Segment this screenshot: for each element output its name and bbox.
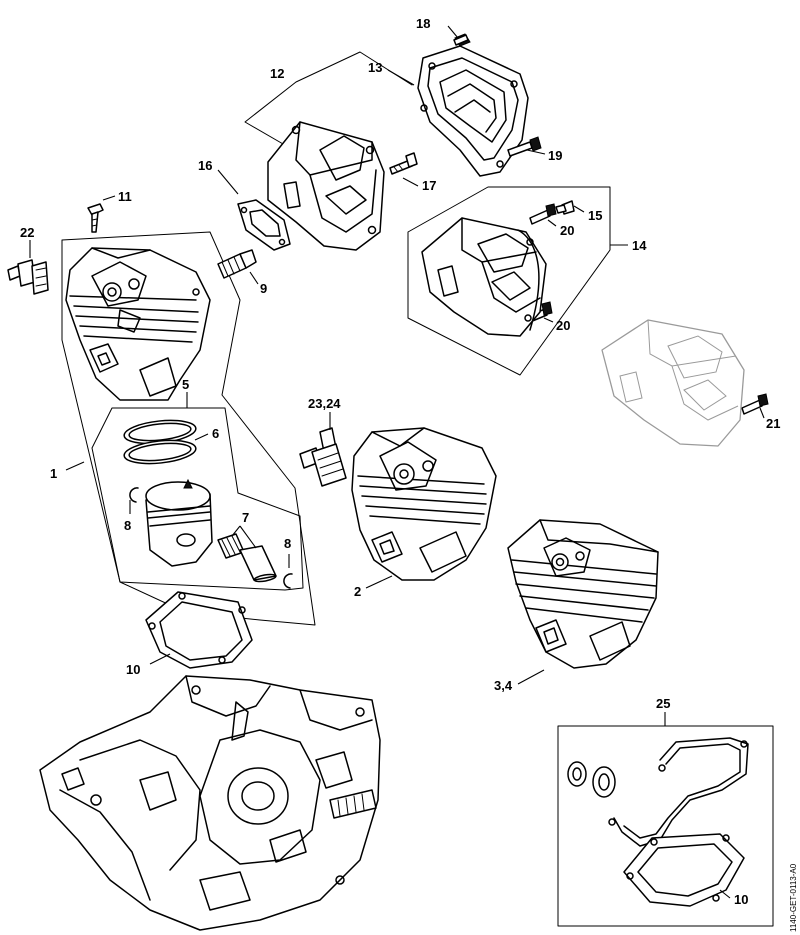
group-1-boundary (61, 231, 316, 626)
circlip-part-8-right (283, 573, 293, 589)
callout-7: 7 (242, 510, 249, 525)
callout-3-4: 3,4 (494, 678, 513, 693)
circlip-part-8-left (129, 487, 139, 503)
callout-11: 11 (118, 189, 132, 204)
callout-10-right: 10 (734, 892, 748, 907)
drawing-reference-code: 1140-GET-0113-A0 (789, 863, 798, 932)
callout-14: 14 (632, 238, 647, 253)
valve-part-22 (7, 259, 49, 295)
callout-20-lower: 20 (556, 318, 570, 333)
callout-10-left: 10 (126, 662, 140, 677)
seal-ring-left (567, 761, 587, 787)
callout-16: 16 (198, 158, 212, 173)
group-14-boundary (407, 186, 611, 376)
screw-part-21 (741, 393, 769, 415)
group-5-boundary (91, 407, 304, 591)
screw-part-17 (389, 152, 418, 175)
spark-plug-part-9 (217, 249, 257, 279)
screw-part-15 (555, 200, 575, 215)
cylinder-part-2 (351, 427, 497, 581)
screw-part-18 (453, 33, 471, 47)
callout-20-upper: 20 (560, 223, 574, 238)
cylinder-assembly-part-1 (65, 247, 211, 401)
base-gasket-part-10 (145, 591, 253, 669)
shroud-part-14 (421, 217, 547, 337)
callout-2: 2 (354, 584, 361, 599)
callout-15: 15 (588, 208, 602, 223)
callout-9: 9 (260, 281, 267, 296)
callout-13: 13 (368, 60, 382, 75)
needle-cage-part-7 (217, 533, 277, 583)
callout-18: 18 (416, 16, 430, 31)
callout-23-24: 23,24 (308, 396, 341, 411)
crankcase-gasket (608, 737, 749, 847)
cylinder-part-3-4 (507, 519, 659, 669)
callout-21: 21 (766, 416, 780, 431)
base-gasket-part-10-kit (623, 833, 745, 907)
cover-part-13 (417, 45, 529, 177)
callout-8-right: 8 (284, 536, 291, 551)
callout-19: 19 (548, 148, 562, 163)
callout-22: 22 (20, 225, 34, 240)
piston (145, 478, 213, 567)
callout-5: 5 (182, 377, 189, 392)
screw-part-11 (87, 203, 104, 233)
screw-part-20-upper (529, 203, 557, 225)
seal-ring-right (592, 766, 616, 798)
callout-6: 6 (212, 426, 219, 441)
gasket-part-16 (237, 199, 291, 251)
shroud-part-12 (267, 121, 385, 251)
callout-12: 12 (270, 66, 284, 81)
callout-1: 1 (50, 466, 57, 481)
piston-rings-part-6 (123, 419, 197, 465)
leader-lines (29, 25, 765, 899)
screw-part-19 (507, 136, 542, 157)
callout-17: 17 (422, 178, 436, 193)
callout-25: 25 (656, 696, 670, 711)
valve-part-23-24 (299, 427, 347, 487)
callout-8-left: 8 (124, 518, 131, 533)
crankcase (39, 675, 381, 931)
shroud-ghost (601, 319, 745, 447)
